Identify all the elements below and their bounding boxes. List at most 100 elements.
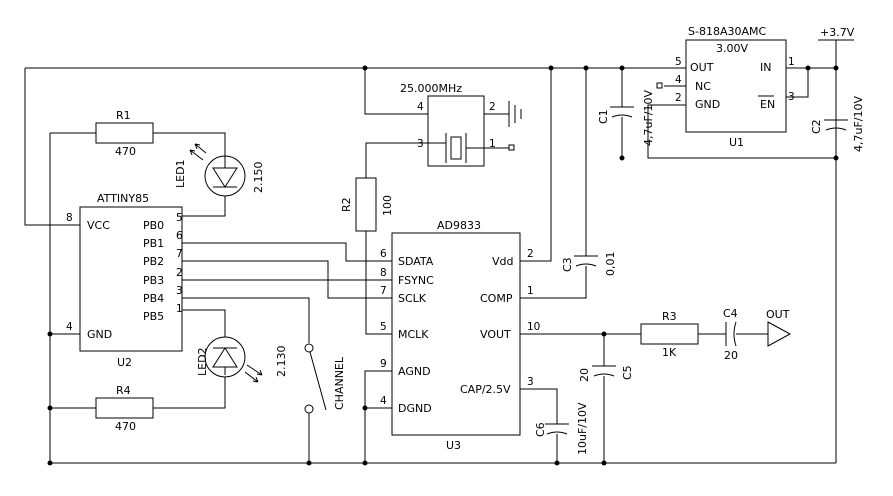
capacitor-c6: C6 10uF/10V [534,402,589,455]
u2-pin-num-vcc: 8 [66,212,73,224]
c5-ref-label: C5 [621,365,634,380]
led1-value-label: 2.150 [252,162,265,194]
u3-pin-num-fsync: 8 [380,267,387,279]
output-label: OUT [766,308,790,321]
c6-value-label: 10uF/10V [576,402,589,455]
led1: LED1 2.150 [174,143,265,197]
channel-switch: CHANNEL [304,343,346,414]
u3-part-label: AD9833 [437,219,481,232]
u1-pin-out: OUT [690,61,714,74]
u3-pin-sclk: SCLK [398,292,427,305]
u1-pin-num-gnd: 2 [675,92,682,104]
u3-pin-vout: VOUT [480,328,511,341]
supply-label: +3.7V [820,26,855,39]
crystal-pin-num-3: 3 [417,138,424,150]
supply-terminal: +3.7V [818,26,855,41]
crystal-pin-num-4: 4 [417,101,424,113]
c3-ref-label: C3 [561,257,574,272]
dds-generator-u3: AD9833 U3 SDATA FSYNC SCLK MCLK AGND DGN… [380,219,540,452]
u3-pin-num-agnd: 9 [380,358,387,370]
u2-pin-vcc: VCC [87,219,110,232]
resistor-r4: R4 470 [95,384,154,433]
u3-pin-num-dgnd: 4 [380,395,387,407]
u3-pin-num-sdata: 6 [380,248,387,260]
u2-pin-gnd: GND [87,328,112,341]
r1-value-label: 470 [115,145,136,158]
c1-ref-label: C1 [597,109,610,124]
c2-ref-label: C2 [810,119,823,134]
c3-value-label: 0,01 [604,252,617,277]
u1-pin-gnd: GND [695,98,720,111]
u1-pin-en: EN [760,98,775,111]
u1-pin-num-in: 1 [788,56,795,68]
c4-ref-label: C4 [723,307,738,320]
u3-pin-num-sclk: 7 [380,285,387,297]
c4-value-label: 20 [724,349,738,362]
regulator-u1: S-818A30AMC 3.00V U1 OUT NC GND IN EN 5 … [656,25,795,149]
c2-value-label: 4,7uF/10V [852,96,865,152]
r2-value-label: 100 [381,195,394,216]
microcontroller-u2: ATTINY85 U2 VCC GND PB0 PB1 PB2 PB3 PB4 … [66,192,183,369]
led2: LED2 2.130 [196,336,288,383]
capacitor-c1: C1 4,7uF/10V [597,90,655,146]
u1-pin-num-nc: 4 [675,74,682,86]
u3-pin-num-vdd: 2 [527,248,534,260]
crystal-pin-num-2: 2 [489,101,496,113]
crystal-oscillator: 25.000MHz 4 2 3 1 [400,82,522,167]
r3-value-label: 1K [662,346,677,359]
capacitor-c5: 20 C5 [578,365,634,382]
output-terminal: OUT [766,308,792,347]
junction-dots [47,65,839,466]
u2-part-label: ATTINY85 [97,192,149,205]
c5-value-label: 20 [578,368,591,382]
u2-pin-num-pb2: 7 [176,248,183,260]
crystal-frequency-label: 25.000MHz [400,82,462,95]
r2-ref-label: R2 [340,197,353,212]
u3-pin-vdd: Vdd [492,255,514,268]
led2-value-label: 2.130 [275,346,288,378]
u3-pin-dgnd: DGND [398,402,432,415]
r3-ref-label: R3 [662,310,677,323]
switch-label: CHANNEL [333,356,346,410]
u3-pin-fsync: FSYNC [398,274,434,287]
c1-value-label: 4,7uF/10V [642,90,655,146]
resistor-r3: R3 1K [640,310,699,359]
u3-pin-mclk: MCLK [398,328,429,341]
u3-pin-cap: CAP/2.5V [460,383,511,396]
r1-ref-label: R1 [116,109,131,122]
u2-pin-pb1: PB1 [143,237,164,250]
capacitor-c2: C2 4,7uF/10V [810,96,865,152]
u3-pin-num-vout: 10 [527,321,540,333]
u2-ref-label: U2 [117,356,132,369]
u2-pin-num-gnd: 4 [66,321,73,333]
u3-pin-num-cap: 3 [527,376,534,388]
u2-pin-pb0: PB0 [143,219,164,232]
resistor-r2: R2 100 [340,177,394,232]
u2-pin-pb3: PB3 [143,274,164,287]
u2-pin-num-pb0: 5 [176,212,183,224]
u3-pin-comp: COMP [480,292,513,305]
u2-pin-pb2: PB2 [143,255,164,268]
u3-ref-label: U3 [446,439,461,452]
u3-pin-num-mclk: 5 [380,321,387,333]
capacitor-c3: C3 0,01 [561,252,617,277]
u1-pin-in: IN [760,61,771,74]
crystal-pin-num-1: 1 [489,138,496,150]
u2-pin-pb5: PB5 [143,310,164,323]
u2-pin-num-pb4: 3 [176,285,183,297]
u1-pin-num-en: 3 [788,91,795,103]
c6-ref-label: C6 [534,422,547,437]
r4-value-label: 470 [115,420,136,433]
led1-ref-label: LED1 [174,159,187,188]
wires [24,40,837,464]
resistor-r1: R1 470 [95,109,154,158]
u3-pin-sdata: SDATA [398,255,434,268]
u2-pin-num-pb1: 6 [176,230,183,242]
u1-ref-label: U1 [729,136,744,149]
u1-pin-nc: NC [695,80,711,93]
capacitor-c4: C4 20 [723,307,738,362]
r4-ref-label: R4 [116,384,131,397]
u2-pin-pb4: PB4 [143,292,164,305]
u3-pin-num-comp: 1 [527,285,534,297]
